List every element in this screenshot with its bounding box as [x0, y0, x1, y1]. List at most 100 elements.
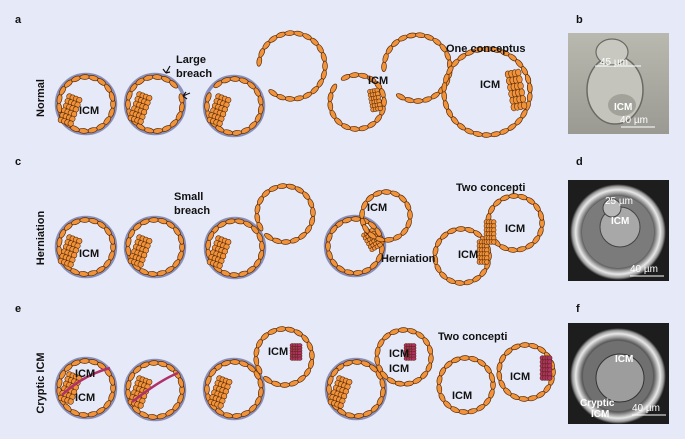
trophectoderm-cell — [108, 234, 115, 245]
trophectoderm-cell — [309, 349, 315, 361]
icm-cell — [377, 242, 383, 248]
trophectoderm-cell — [507, 247, 518, 253]
cryptic-label-f-2: ICM — [591, 409, 609, 420]
icm-cell — [547, 375, 553, 381]
trophectoderm-cell — [527, 82, 533, 94]
note-one-conceptus: One conceptus — [446, 43, 525, 55]
note-large: Large — [176, 54, 206, 66]
trophectoderm-cell — [256, 55, 263, 67]
scale-label-f: 40 µm — [632, 403, 660, 414]
trophectoderm-cell — [330, 367, 339, 378]
trophectoderm-cell — [293, 95, 305, 102]
trophectoderm-cell — [280, 239, 292, 245]
trophectoderm-cell — [428, 353, 434, 365]
trophectoderm-cell — [415, 32, 426, 38]
trophectoderm-cell — [204, 100, 210, 112]
icm-label: ICM — [505, 223, 525, 235]
icm-cell — [137, 402, 144, 409]
trophectoderm-cell — [537, 210, 544, 221]
icm-cell — [67, 261, 74, 268]
trophectoderm-cell — [412, 98, 424, 104]
icm-label: ICM — [79, 248, 99, 260]
cryptic-cell-streak — [61, 366, 111, 396]
trophectoderm-cell — [310, 206, 316, 218]
trophectoderm-cell — [526, 91, 533, 103]
trophectoderm-cell — [329, 224, 338, 235]
trophectoderm-cell — [519, 342, 531, 348]
trophectoderm-cell — [459, 355, 471, 361]
icm-cell — [67, 398, 74, 405]
trophectoderm-cell — [490, 131, 501, 138]
row-label-normal: Normal — [35, 79, 47, 117]
icm-label: ICM — [75, 392, 95, 404]
panel-letter-b: b — [576, 14, 583, 26]
trophectoderm-cell — [79, 358, 91, 364]
trophectoderm-cell — [407, 209, 413, 221]
trophectoderm-cell — [259, 240, 265, 252]
trophectoderm-cell — [284, 96, 296, 102]
trophectoderm-cell — [351, 359, 363, 365]
note-two-concepti-e: Two concepti — [438, 331, 507, 343]
trophectoderm-cell — [426, 344, 434, 356]
panel-letter-f: f — [576, 303, 580, 315]
icm-cell — [491, 239, 497, 245]
trophectoderm-cell — [379, 370, 389, 380]
trophectoderm-cell — [169, 80, 178, 89]
trophectoderm-cell — [79, 217, 91, 223]
micrograph-f: ICM Cryptic ICM 40 µm — [568, 323, 669, 424]
measure-label-d: 25 µm — [605, 196, 633, 207]
trophectoderm-cell — [208, 367, 217, 378]
icm-cell — [137, 261, 144, 268]
icm-label: ICM — [367, 202, 387, 214]
icm-cell — [337, 402, 344, 409]
icm-cell — [521, 101, 528, 110]
trophectoderm-cell — [349, 72, 360, 78]
micrograph-b: 45 µm ICM 40 µm — [568, 33, 669, 134]
trophectoderm-cell — [349, 126, 360, 132]
icm-label: ICM — [389, 363, 409, 375]
trophectoderm-cell — [125, 98, 131, 110]
icm-cell — [216, 120, 223, 127]
trophectoderm-cell — [264, 233, 274, 241]
trophectoderm-cell — [177, 234, 184, 245]
micrograph-d: 25 µm ICM 40 µm — [568, 180, 669, 281]
trophectoderm-cell — [148, 217, 160, 223]
icm-cell — [217, 402, 224, 409]
trophectoderm-cell — [152, 74, 163, 80]
trophectoderm-cell — [518, 396, 529, 402]
trophectoderm-cell — [381, 96, 387, 108]
trophectoderm-cell — [263, 376, 273, 384]
trophectoderm-cell — [207, 231, 215, 242]
trophectoderm-cell — [441, 90, 447, 102]
measure-label-b: 45 µm — [600, 57, 628, 68]
row-label-cryptic-icm: Cryptic ICM — [35, 352, 47, 413]
trophectoderm-cell — [467, 408, 478, 415]
trophectoderm-cell — [279, 382, 291, 388]
note-breach-a: breach — [176, 68, 212, 80]
trophectoderm-cell — [516, 246, 527, 253]
note-breach-c: breach — [174, 205, 210, 217]
trophectoderm-cell — [508, 193, 520, 199]
trophectoderm-cell — [320, 51, 327, 63]
trophectoderm-cell — [322, 60, 328, 72]
trophectoderm-cell — [454, 280, 465, 286]
trophectoderm-cell — [79, 74, 91, 80]
panel-letter-e: e — [15, 303, 21, 315]
icm-cell — [297, 356, 303, 361]
scale-label-d: 40 µm — [630, 264, 658, 275]
icm-label: ICM — [79, 105, 99, 117]
trophectoderm-cell — [108, 375, 115, 386]
note-small: Small — [174, 191, 203, 203]
blastocyst-diagrams — [54, 30, 556, 422]
icm-cell — [216, 262, 223, 269]
trophectoderm-cell — [381, 61, 387, 72]
note-herniation: Herniation — [381, 253, 436, 265]
icm-cell — [67, 120, 74, 127]
icm-label-f: ICM — [615, 354, 633, 365]
trophectoderm-cell — [148, 360, 160, 366]
icm-label: ICM — [510, 371, 530, 383]
icm-cell — [411, 356, 417, 361]
icm-label: ICM — [458, 249, 478, 261]
icm-label-d: ICM — [611, 216, 629, 227]
trophectoderm-cell — [374, 355, 381, 366]
